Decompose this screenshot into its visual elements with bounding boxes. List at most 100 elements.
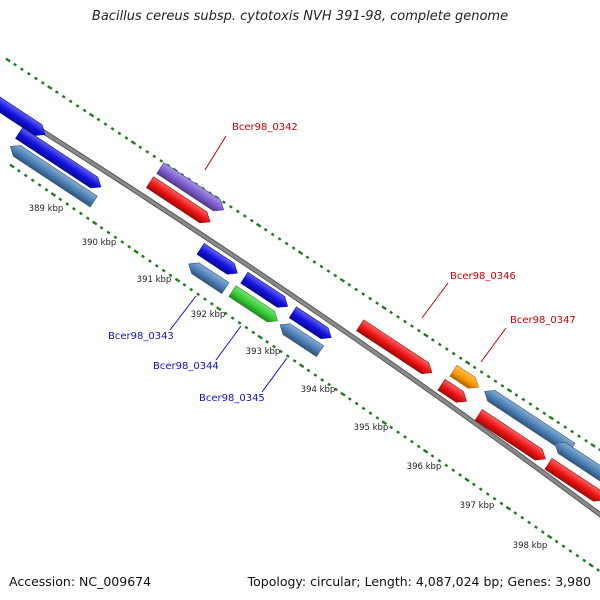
tick-mark <box>130 140 137 145</box>
tick-mark <box>546 534 553 540</box>
red-feature-arrow[interactable] <box>437 378 470 406</box>
tick-mark <box>334 387 338 392</box>
tick-mark <box>221 200 226 205</box>
tick-mark <box>464 477 470 483</box>
tick-mark <box>99 225 104 230</box>
tick-mark <box>590 443 596 448</box>
tick-mark <box>141 254 145 259</box>
tick-mark <box>117 131 122 136</box>
tick-mark <box>138 145 143 150</box>
tick-mark <box>37 183 42 187</box>
scale-label: 391 kbp <box>137 275 172 285</box>
tick-mark <box>403 319 407 324</box>
tick-mark <box>223 311 228 316</box>
tick-mark <box>127 244 132 249</box>
forward-cds-arrow[interactable] <box>15 127 105 193</box>
tick-mark <box>472 365 477 370</box>
gene-label[interactable]: Bcer98_0343 <box>108 331 174 342</box>
forward-cds-arrow[interactable] <box>288 306 335 343</box>
reverse-cds-arrow[interactable] <box>185 258 230 294</box>
gene-label[interactable]: Bcer98_0346 <box>450 271 516 282</box>
tick-mark <box>368 411 373 416</box>
tick-mark <box>389 425 394 430</box>
tick-mark <box>306 368 311 373</box>
tick-mark <box>270 232 275 237</box>
tick-mark <box>528 402 533 406</box>
red-feature-arrow[interactable] <box>544 457 600 505</box>
gene-label[interactable]: Bcer98_0342 <box>232 122 298 133</box>
tick-mark <box>13 62 17 67</box>
tick-mark <box>5 57 11 63</box>
tick-mark <box>485 492 490 496</box>
orange-feature-arrow[interactable] <box>449 364 482 392</box>
reverse-cds-arrow[interactable] <box>7 141 98 208</box>
tick-mark <box>26 71 31 76</box>
tick-mark <box>58 197 63 202</box>
tick-mark <box>354 287 359 292</box>
tick-mark <box>305 255 310 260</box>
tick-mark <box>203 297 207 301</box>
tick-mark <box>320 378 325 382</box>
tick-mark <box>444 347 449 351</box>
reverse-cds-arrow[interactable] <box>276 319 325 358</box>
tick-mark <box>492 496 497 501</box>
tick-mark <box>326 269 331 273</box>
tick-mark <box>298 363 305 368</box>
tick-mark <box>147 259 152 263</box>
forward-cds-arrow[interactable] <box>196 243 241 278</box>
gene-label[interactable]: Bcer98_0345 <box>199 393 265 404</box>
forward-cds-arrow[interactable] <box>0 95 49 140</box>
rna-feature-arrow[interactable] <box>156 162 228 216</box>
scale-label: 393 kbp <box>246 347 281 357</box>
genome-summary-label: Topology: circular; Length: 4,087,024 bp… <box>247 574 591 589</box>
tick-mark <box>88 112 95 118</box>
tick-mark <box>40 81 45 85</box>
tick-mark <box>430 338 435 342</box>
red-feature-arrow[interactable] <box>474 409 549 465</box>
tick-mark <box>244 325 249 330</box>
tick-mark <box>563 425 568 429</box>
gene-label[interactable]: Bcer98_0347 <box>510 315 576 326</box>
tick-mark <box>375 301 380 306</box>
tick-mark <box>493 379 498 384</box>
red-feature-arrow[interactable] <box>356 319 436 378</box>
tick-mark <box>106 230 111 235</box>
forward-cds-arrow[interactable] <box>240 271 292 311</box>
green-feature-arrow[interactable] <box>228 285 281 327</box>
tick-mark <box>561 544 566 549</box>
tick-mark <box>228 204 233 209</box>
tick-mark <box>527 520 532 525</box>
tick-mark <box>30 178 35 183</box>
scale-label: 398 kbp <box>513 541 548 551</box>
gene-leader-line <box>421 282 449 319</box>
gene-label[interactable]: Bcer98_0344 <box>153 361 219 372</box>
scale-label: 394 kbp <box>301 385 336 395</box>
tick-mark <box>174 277 181 283</box>
tick-mark <box>584 438 589 443</box>
tick-mark <box>478 487 483 492</box>
tick-mark <box>292 359 297 363</box>
gene-leader-line <box>169 295 197 331</box>
tick-mark <box>230 316 235 320</box>
tick-mark <box>437 458 442 463</box>
tick-mark <box>451 468 456 473</box>
tick-mark <box>500 383 505 388</box>
tick-mark <box>568 549 573 553</box>
tick-mark <box>506 388 513 393</box>
tick-mark <box>598 448 600 452</box>
tick-mark <box>422 448 429 454</box>
tick-mark <box>479 370 484 374</box>
tick-mark <box>189 287 194 292</box>
accession-label: Accession: NC_009674 <box>9 574 152 589</box>
tick-mark <box>196 292 201 297</box>
tick-mark <box>313 373 318 377</box>
tick-mark <box>152 154 157 159</box>
feature-track <box>0 95 600 505</box>
tick-mark <box>103 122 108 127</box>
reverse-cds-arrow[interactable] <box>551 438 600 483</box>
tick-mark <box>513 511 518 515</box>
tick-mark <box>265 340 270 344</box>
tick-mark <box>272 344 276 349</box>
red-feature-arrow[interactable] <box>145 176 213 227</box>
